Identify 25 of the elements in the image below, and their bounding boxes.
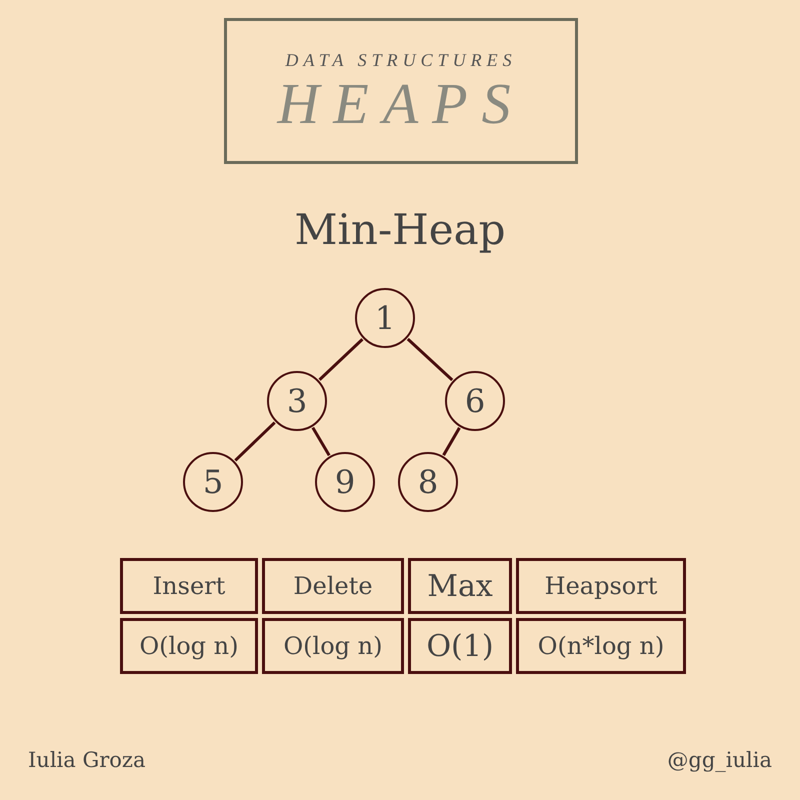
tree-edge [312,426,330,456]
heap-node: 3 [267,371,327,431]
diagram-heading: Min-Heap [293,205,507,254]
tree-edge [406,338,454,382]
tree-edge [318,338,364,381]
title-frame [224,18,578,164]
heap-node: 6 [445,371,505,431]
author-name: Iulia Groza [28,748,146,772]
heap-node: 5 [183,452,243,512]
author-handle: @gg_iulia [667,748,772,772]
title-text: HEAPS [277,74,525,132]
subtitle: DATA STRUCTURES [285,50,517,70]
complexity-cell: O(log n) [120,618,258,674]
complexity-cell: O(n*log n) [516,618,686,674]
complexity-cell: O(1) [408,618,512,674]
operation-cell: Max [408,558,512,614]
operation-cell: Insert [120,558,258,614]
operation-cell: Delete [262,558,404,614]
complexity-cell: O(log n) [262,618,404,674]
heap-node: 8 [398,452,458,512]
tree-edge [234,421,276,462]
tree-edge [442,427,461,456]
heap-node: 9 [315,452,375,512]
heap-node: 1 [355,288,415,348]
operation-cell: Heapsort [516,558,686,614]
